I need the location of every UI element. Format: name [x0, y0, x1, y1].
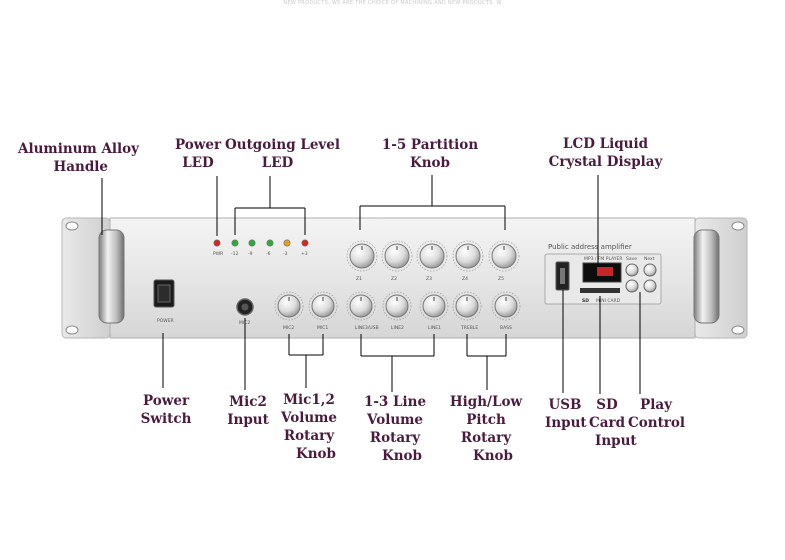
knob-label: Z4 — [462, 276, 468, 282]
callout-usb: USB Input — [545, 397, 587, 431]
callout-mic2-input: Mic2 Input — [227, 394, 269, 428]
sd-card-slot[interactable] — [580, 288, 620, 293]
level-led — [301, 239, 309, 247]
led-label: -12 — [231, 251, 238, 257]
callout-power-switch: Power Switch — [140, 393, 192, 427]
knob-label: LINE1 — [428, 325, 441, 331]
led-label: -3 — [283, 251, 288, 257]
knob-scale — [452, 240, 484, 272]
callout-pitch: High/Low Pitch Rotary Knob — [449, 394, 523, 464]
level-led — [283, 239, 291, 247]
zone-knob[interactable] — [384, 243, 410, 269]
knob-label: Z3 — [426, 276, 432, 282]
callout-sd: SD Card Input — [588, 397, 637, 449]
knob-scale — [346, 240, 378, 272]
knob-scale — [346, 291, 376, 321]
volume-knob[interactable] — [385, 294, 409, 318]
sd-label: MINI CARD — [596, 298, 621, 304]
sd-logo: SD — [582, 298, 589, 304]
play-label-next: Next — [644, 256, 655, 262]
knob-scale — [452, 291, 482, 321]
callout-outgoing-led: Outgoing Level LED — [225, 137, 340, 171]
level-led — [266, 239, 274, 247]
knob-label: MIC2 — [283, 325, 294, 331]
power-label: POWER — [157, 318, 174, 324]
panel-title: Public address amplifier — [548, 243, 632, 251]
knob-scale — [274, 291, 304, 321]
knob-scale — [382, 291, 412, 321]
play-button-prev[interactable] — [625, 263, 639, 277]
mount-hole-icon — [731, 325, 745, 335]
header-text: NEW PRODUCTS. WE ARE THE CHOICE OF MACHI… — [283, 0, 502, 6]
knob-scale — [491, 291, 521, 321]
lcd-label: MP3 / FM PLAYER — [584, 256, 623, 262]
volume-knob[interactable] — [455, 294, 479, 318]
leader-lines — [101, 175, 641, 394]
callout-handle: Aluminum Alloy Handle — [18, 141, 140, 175]
volume-knob[interactable] — [349, 294, 373, 318]
knob-label: Z5 — [498, 276, 504, 282]
knob-label: Z2 — [391, 276, 397, 282]
mount-hole-icon — [65, 221, 79, 231]
volume-knob[interactable] — [494, 294, 518, 318]
knob-scale — [488, 240, 520, 272]
knob-label: LINE2 — [391, 325, 404, 331]
knob-scale — [419, 291, 449, 321]
led-label: PWR — [213, 251, 223, 257]
volume-knob[interactable] — [277, 294, 301, 318]
knob-label: TREBLE — [460, 325, 478, 331]
mount-hole-icon — [731, 221, 745, 231]
led-label: +3 — [301, 251, 308, 257]
knob-label: MIC1 — [317, 325, 328, 331]
zone-knob[interactable] — [349, 243, 375, 269]
volume-knob[interactable] — [311, 294, 335, 318]
right-handle — [693, 229, 720, 324]
knob-label: Z1 — [356, 276, 362, 282]
knob-label: LINE3/USB — [355, 325, 379, 331]
zone-knob[interactable] — [455, 243, 481, 269]
callout-power-led: Power LED — [174, 137, 222, 171]
mount-hole-icon — [65, 325, 79, 335]
zone-knob[interactable] — [491, 243, 517, 269]
zone-knob[interactable] — [419, 243, 445, 269]
volume-knob[interactable] — [422, 294, 446, 318]
play-button-play[interactable] — [643, 279, 657, 293]
play-button-next[interactable] — [643, 263, 657, 277]
level-led — [248, 239, 256, 247]
callout-mic-volume: Mic1,2 Volume Rotary Knob — [280, 392, 338, 462]
knob-scale — [308, 291, 338, 321]
callout-lcd: LCD Liquid Crystal Display — [548, 136, 663, 170]
led-label: -6 — [266, 251, 271, 257]
callout-play: Play Control — [628, 397, 686, 431]
level-led — [213, 239, 221, 247]
level-led — [231, 239, 239, 247]
knob-scale — [381, 240, 413, 272]
led-label: -9 — [248, 251, 253, 257]
left-handle — [98, 229, 125, 324]
knob-label: BASS — [500, 325, 512, 331]
play-button-mode[interactable] — [625, 279, 639, 293]
callout-line-volume: 1-3 Line Volume Rotary Knob — [363, 394, 427, 464]
callout-partition-knob: 1-5 Partition Knob — [381, 137, 479, 171]
knob-scale — [416, 240, 448, 272]
play-label-save: Save — [626, 256, 637, 262]
